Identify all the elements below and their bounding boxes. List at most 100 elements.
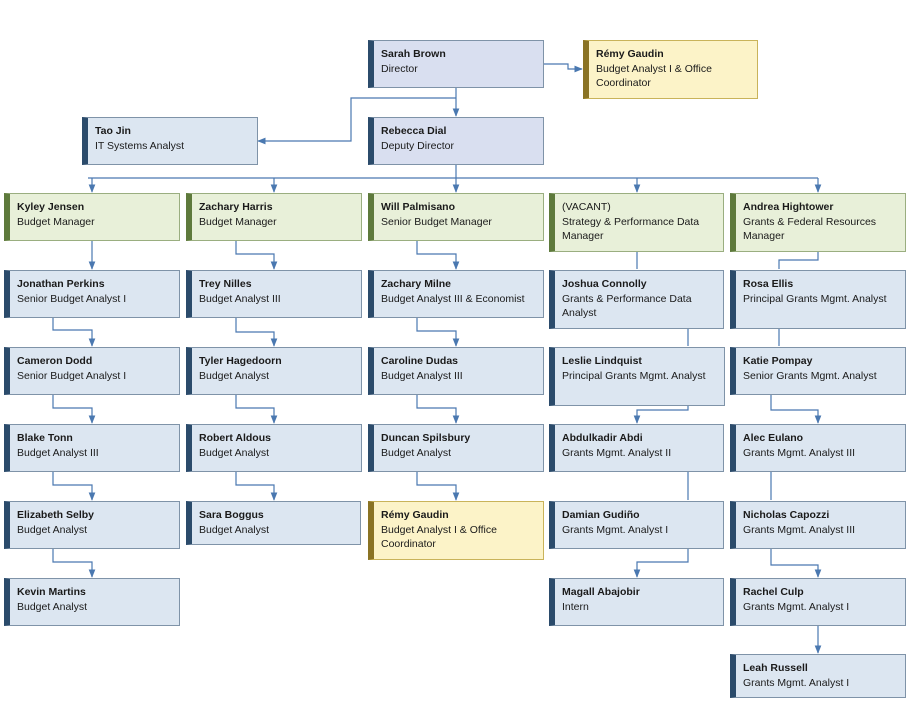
node-title: Budget Analyst — [199, 369, 270, 382]
org-node-vacant[interactable]: (VACANT) Strategy & Performance Data Man… — [549, 193, 724, 252]
node-title: Budget Analyst III — [199, 292, 281, 305]
org-node-will-palmisano[interactable]: Will Palmisano Senior Budget Manager — [368, 193, 544, 241]
node-name: Leslie Lindquist — [562, 355, 642, 367]
node-name: Abdulkadir Abdi — [562, 432, 643, 444]
org-node-elizabeth-selby[interactable]: Elizabeth Selby Budget Analyst — [4, 501, 180, 549]
node-title: Intern — [562, 600, 589, 613]
org-node-damian-gudino[interactable]: Damian Gudiño Grants Mgmt. Analyst I — [549, 501, 724, 549]
org-node-sarah-brown[interactable]: Sarah Brown Director — [368, 40, 544, 88]
node-name: Elizabeth Selby — [17, 509, 95, 521]
node-name: Tyler Hagedoorn — [199, 355, 282, 367]
org-node-remy-gaudin-top[interactable]: Rémy Gaudin Budget Analyst I & Office Co… — [583, 40, 758, 99]
node-title: Principal Grants Mgmt. Analyst — [743, 292, 887, 305]
node-title: Budget Analyst — [381, 446, 452, 459]
org-node-abdulkadir-abdi[interactable]: Abdulkadir Abdi Grants Mgmt. Analyst II — [549, 424, 724, 472]
node-name: (VACANT) — [562, 201, 611, 213]
connector-will-to-zachary-milne — [416, 241, 460, 270]
org-node-kevin-martins[interactable]: Kevin Martins Budget Analyst — [4, 578, 180, 626]
org-node-leslie-lindquist[interactable]: Leslie Lindquist Principal Grants Mgmt. … — [549, 347, 725, 406]
org-node-tyler-hagedoorn[interactable]: Tyler Hagedoorn Budget Analyst — [186, 347, 362, 395]
node-title: Grants Mgmt. Analyst III — [743, 523, 856, 536]
node-name: Blake Tonn — [17, 432, 73, 444]
node-title: Budget Analyst III & Economist — [381, 292, 525, 305]
node-title: Budget Analyst — [199, 523, 270, 536]
node-name: Kyley Jensen — [17, 201, 85, 213]
org-node-nicholas-capozzi[interactable]: Nicholas Capozzi Grants Mgmt. Analyst II… — [730, 501, 906, 549]
connector-nicholas-to-rachel — [770, 549, 822, 578]
org-node-joshua-connolly[interactable]: Joshua Connolly Grants & Performance Dat… — [549, 270, 724, 329]
node-title: Grants Mgmt. Analyst II — [562, 446, 672, 459]
org-node-caroline-dudas[interactable]: Caroline Dudas Budget Analyst III — [368, 347, 544, 395]
org-node-katie-pompay[interactable]: Katie Pompay Senior Grants Mgmt. Analyst — [730, 347, 906, 395]
node-title: Budget Analyst — [17, 523, 88, 536]
connector-leslie-to-abdulkadir — [633, 406, 689, 424]
node-name: Trey Nilles — [199, 278, 252, 290]
org-node-jonathan-perkins[interactable]: Jonathan Perkins Senior Budget Analyst I — [4, 270, 180, 318]
org-node-rachel-culp[interactable]: Rachel Culp Grants Mgmt. Analyst I — [730, 578, 906, 626]
node-title: Budget Analyst III — [381, 369, 463, 382]
node-title: Budget Manager — [17, 215, 95, 228]
node-name: Rémy Gaudin — [596, 48, 664, 60]
node-title: Grants Mgmt. Analyst I — [743, 676, 850, 689]
org-node-trey-nilles[interactable]: Trey Nilles Budget Analyst III — [186, 270, 362, 318]
org-node-zachary-harris[interactable]: Zachary Harris Budget Manager — [186, 193, 362, 241]
node-name: Kevin Martins — [17, 586, 86, 598]
org-node-alec-eulano[interactable]: Alec Eulano Grants Mgmt. Analyst III — [730, 424, 906, 472]
org-node-remy-gaudin-bottom[interactable]: Rémy Gaudin Budget Analyst I & Office Co… — [368, 501, 544, 560]
node-title: Budget Manager — [199, 215, 277, 228]
node-title: Senior Budget Analyst I — [17, 292, 127, 305]
connector-andrea-to-rosa — [778, 252, 819, 269]
node-title: IT Systems Analyst — [95, 139, 185, 152]
org-node-zachary-milne[interactable]: Zachary Milne Budget Analyst III & Econo… — [368, 270, 544, 318]
connector-damian-to-magall — [633, 549, 689, 578]
connector-blake-to-elizabeth — [52, 472, 96, 501]
node-title: Budget Analyst I & Office Coordinator — [381, 523, 497, 551]
node-title: Senior Budget Manager — [381, 215, 492, 228]
node-name: Tao Jin — [95, 125, 131, 137]
node-name: Robert Aldous — [199, 432, 271, 444]
connector-cameron-to-blake — [52, 395, 96, 424]
node-name: Duncan Spilsbury — [381, 432, 471, 444]
node-title: Senior Grants Mgmt. Analyst — [743, 369, 877, 382]
node-title: Budget Analyst — [17, 600, 88, 613]
node-name: Cameron Dodd — [17, 355, 93, 367]
node-name: Zachary Harris — [199, 201, 273, 213]
node-name: Rachel Culp — [743, 586, 804, 598]
org-node-robert-aldous[interactable]: Robert Aldous Budget Analyst — [186, 424, 362, 472]
node-name: Andrea Hightower — [743, 201, 834, 213]
org-node-duncan-spilsbury[interactable]: Duncan Spilsbury Budget Analyst — [368, 424, 544, 472]
node-title: Principal Grants Mgmt. Analyst — [562, 369, 706, 382]
node-title: Grants Mgmt. Analyst III — [743, 446, 856, 459]
org-node-andrea-hightower[interactable]: Andrea Hightower Grants & Federal Resour… — [730, 193, 906, 252]
connector-tyler-to-robert — [235, 395, 278, 424]
org-node-rosa-ellis[interactable]: Rosa Ellis Principal Grants Mgmt. Analys… — [730, 270, 906, 329]
node-name: Nicholas Capozzi — [743, 509, 830, 521]
connector-zachary-harris-to-trey — [235, 241, 278, 270]
node-name: Will Palmisano — [381, 201, 456, 213]
node-name: Rémy Gaudin — [381, 509, 449, 521]
connector-deputy-to-managers-bus — [88, 165, 818, 179]
node-name: Leah Russell — [743, 662, 808, 674]
node-title: Deputy Director — [381, 139, 454, 152]
node-name: Katie Pompay — [743, 355, 813, 367]
org-node-cameron-dodd[interactable]: Cameron Dodd Senior Budget Analyst I — [4, 347, 180, 395]
org-node-tao-jin[interactable]: Tao Jin IT Systems Analyst — [82, 117, 258, 165]
org-node-rebecca-dial[interactable]: Rebecca Dial Deputy Director — [368, 117, 544, 165]
org-node-sara-boggus[interactable]: Sara Boggus Budget Analyst — [186, 501, 361, 545]
connector-director-to-it-analyst — [257, 97, 456, 145]
node-name: Caroline Dudas — [381, 355, 459, 367]
org-node-blake-tonn[interactable]: Blake Tonn Budget Analyst III — [4, 424, 180, 472]
node-name: Alec Eulano — [743, 432, 804, 444]
org-node-kyley-jensen[interactable]: Kyley Jensen Budget Manager — [4, 193, 180, 241]
connector-jonathan-to-cameron — [52, 318, 96, 347]
org-node-leah-russell[interactable]: Leah Russell Grants Mgmt. Analyst I — [730, 654, 906, 698]
node-title: Budget Analyst III — [17, 446, 99, 459]
node-name: Rosa Ellis — [743, 278, 794, 290]
node-title: Grants Mgmt. Analyst I — [562, 523, 669, 536]
node-title: Budget Analyst — [199, 446, 270, 459]
node-title: Strategy & Performance Data Manager — [562, 215, 700, 243]
node-title: Grants & Performance Data Analyst — [562, 292, 692, 320]
node-name: Sara Boggus — [199, 509, 264, 521]
org-node-magall-abajobir[interactable]: Magall Abajobir Intern — [549, 578, 724, 626]
